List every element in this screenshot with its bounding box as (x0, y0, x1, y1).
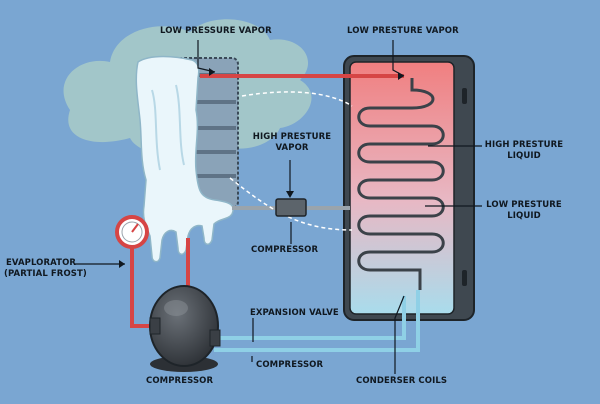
ice-frost (135, 55, 234, 263)
label-high-presture-liquid: HIGH PRESTURE LIQUID (482, 140, 566, 162)
label-high-presture-liquid-line2: LIQUID (507, 151, 541, 161)
label-expansion-valve: EXPANSION VALVE (250, 308, 339, 318)
leader-arrowheads (119, 68, 404, 268)
label-compressor-bottom-mid: COMPRESSOR (256, 360, 324, 370)
condenser (343, 55, 475, 321)
pipes (130, 74, 420, 352)
label-high-presture-vapor-line2: VAPOR (275, 143, 309, 153)
label-high-presture-vapor: HIGH PRESTURE VAPOR (250, 132, 334, 154)
label-evaplorator-line2: (PARTIAL FROST) (4, 269, 87, 279)
label-low-presture-liquid: LOW PRESTURE LIQUID (482, 200, 566, 222)
label-compressor-bottom-left: COMPRESSOR (146, 376, 214, 386)
label-high-presture-vapor-line1: HIGH PRESTURE (252, 132, 332, 142)
leader-lines (75, 40, 482, 374)
label-evaplorator-line1: EVAPLORATOR (5, 258, 77, 268)
mid-compressor-graphic (275, 198, 307, 217)
label-condenser-coils: CONDERSER COILS (356, 376, 448, 386)
label-evaplorator: EVAPLORATOR (PARTIAL FROST) (4, 258, 87, 280)
label-low-presture-vapor: LOW PRESTURE VAPOR (347, 26, 459, 36)
label-compressor-mid: COMPRESSOR (251, 245, 319, 255)
label-low-presture-liquid-line1: LOW PRESTURE (486, 200, 562, 210)
pressure-gauge (115, 215, 149, 249)
evaporator (135, 55, 239, 263)
label-low-presture-liquid-line2: LIQUID (507, 211, 541, 221)
compressor-graphic (149, 285, 221, 372)
condenser-coils-graphic (357, 78, 445, 290)
label-high-presture-liquid-line1: HIGH PRESTURE (484, 140, 564, 150)
label-low-pressure-vapor: LOW PRESSURE VAPOR (160, 26, 272, 36)
